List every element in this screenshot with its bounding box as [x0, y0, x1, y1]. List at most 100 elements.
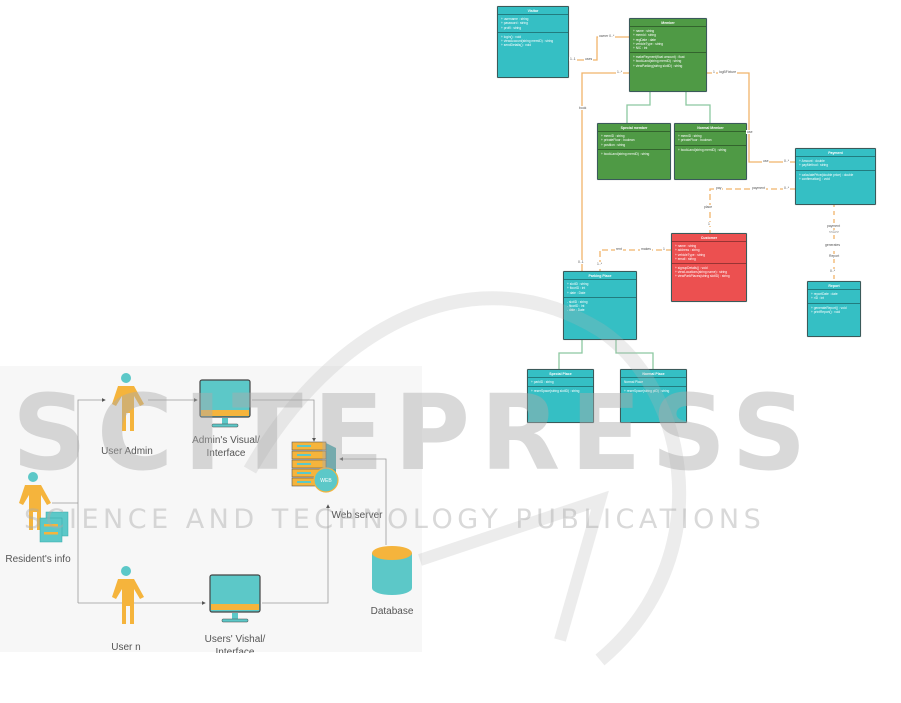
uml-method: + viewAccount(string memID) : string [501, 39, 554, 44]
uml-methods-section: + makePayment(float amount) : float+ boo… [630, 53, 706, 70]
uml-attribute: + payMethod : string [799, 163, 828, 168]
uml-class-title: Special Place [528, 370, 593, 379]
uml-attribute: + password : string [501, 21, 528, 26]
uml-class-title: Special member [598, 124, 670, 133]
uml-attrs-section: + reportDate : date+ rID : int [808, 290, 860, 304]
residents-info-label: Resident's info [5, 554, 71, 565]
uml-attribute: + vehicleType : string [633, 41, 664, 46]
uml-attrs-section: + slotID : string+ floorID : int+ date :… [564, 280, 636, 298]
uml-class-special-member: Special member+ memID : string+ privateF… [597, 123, 671, 180]
connector-label: 1 [707, 222, 711, 226]
uml-methods-section: + bookLand(string memID) : string [598, 150, 670, 158]
uml-method: + sendDetails() : void [501, 43, 532, 48]
uml-method: + bookLand(string memID) : string [678, 147, 727, 152]
uml-attribute: + date : Date [567, 290, 586, 295]
uml-method: + viewParkPlaces(string slotID) : string [675, 274, 730, 279]
uml-method: + reserSpace(string slotID) : string [531, 389, 580, 394]
uml-methods-section: + bookLand(string memID) : string [675, 146, 746, 154]
uml-method: + bookLand(string memID) : string [633, 59, 682, 64]
uml-attribute: + memId : string [633, 33, 656, 38]
uml-methods-section: + generateReport() : void+ printReport()… [808, 304, 860, 316]
uml-attribute: + email : string [675, 256, 696, 261]
user-n-icon [112, 566, 144, 624]
connector-label: use [762, 159, 770, 163]
connector-label: <<1>> [828, 230, 840, 234]
uml-class-title: Member [630, 19, 706, 28]
uml-attribute: + username : string [501, 17, 529, 22]
uml-method: + login() : void [501, 34, 522, 39]
uml-attrs-section: + username : string+ password : string+ … [498, 15, 568, 33]
connector-label: generates [824, 243, 842, 247]
uml-attribute: + memID : string [601, 134, 625, 139]
connector-label: use [746, 130, 754, 134]
uml-class-title: Parking Place [564, 272, 636, 281]
uml-attribute: Normal Place [624, 380, 644, 385]
uml-class-parking-place: Parking Place+ slotID : string+ floorID … [563, 271, 637, 340]
uml-method: + printReport() : void [811, 309, 841, 314]
admin-interface-label: Admin's Visual/ Interface [192, 435, 260, 459]
uml-class-visitor: Visitor+ username : string+ password : s… [497, 6, 569, 78]
uml-attribute: + name : string [633, 29, 655, 34]
web-server-label: Web server [331, 510, 383, 521]
uml-class-title: Customer [672, 234, 746, 243]
database-icon [372, 546, 412, 595]
connector-label: 0..1 [577, 260, 585, 264]
uml-class-title: Report [808, 282, 860, 291]
normal-place-inherit [615, 338, 654, 369]
connector-label: rent [615, 247, 623, 251]
uml-attrs-section: + memID : string+ privateFloor : boolean… [598, 132, 670, 150]
member-parking-link [581, 72, 629, 271]
user-admin-icon [112, 373, 144, 431]
uml-methods-section: + reserSpace(string pID) : string [621, 387, 686, 395]
uml-attribute: + privateFloor : boolean [678, 138, 712, 143]
uml-attrs-section: + Amount : double+ payMethod : string [796, 157, 875, 171]
uml-method: - slotID : string [567, 299, 588, 304]
special-place-inherit [558, 338, 583, 369]
connector-label: 1 [712, 70, 716, 74]
uml-attrs-section: + name : string+ memId : string+ regDate… [630, 27, 706, 54]
connector-label: payment [751, 186, 767, 190]
uml-method: + signupDetails() : void [675, 266, 708, 271]
uml-attribute: + regDate : date [633, 37, 656, 42]
connector-label: 1..* [596, 262, 604, 266]
uml-method: + generateReport() : void [811, 305, 847, 310]
user-n-label: User n [111, 642, 141, 653]
connector-label: logBFixture [718, 70, 738, 74]
uml-attribute: + Amount : double [799, 159, 825, 164]
uml-attrs-section: Normal Place [621, 378, 686, 388]
uml-attribute: + address : string [675, 248, 700, 253]
uml-methods-section: + calculatePrice(double price) : double+… [796, 171, 875, 183]
connector-label: makes [640, 247, 652, 251]
database-label: Database [370, 606, 414, 617]
uml-attribute: + parkID : string [531, 380, 554, 385]
uml-methods-section: + login() : void+ viewAccount(string mem… [498, 33, 568, 50]
web-badge: WEB [320, 478, 332, 484]
uml-attribute: + NIC : int [633, 46, 648, 51]
uml-class-customer: Customer+ name : string+ address : strin… [671, 233, 747, 302]
uml-methods-section: - slotID : string- floorID : int- date :… [564, 298, 636, 315]
connector-label: Report [828, 254, 841, 258]
uml-class-title: Normal Place [621, 370, 686, 379]
connector-label: owner 0..* [598, 34, 616, 38]
uml-attribute: + slotID : string [567, 282, 589, 287]
web-server-icon: WEB [291, 441, 339, 493]
uml-attribute: + vehicleType : string [675, 252, 706, 257]
uml-class-special-place: Special Place+ parkID : string + reserSpa… [527, 369, 594, 423]
uml-methods-section: + reserSpace(string slotID) : string [528, 387, 593, 395]
connector-label: 1..1 [569, 57, 577, 61]
resident-icon [19, 472, 69, 543]
connector-label: 1..* [616, 70, 624, 74]
uml-class-report: Report+ reportDate : date+ rID : int+ ge… [807, 281, 861, 337]
uml-attribute: + privateFloor : boolean [601, 138, 635, 143]
uml-method: + viewParking(string slotID) : string [633, 63, 683, 68]
uml-attrs-section: + name : string+ address : string+ vehic… [672, 242, 746, 265]
admin-monitor-icon [199, 379, 251, 428]
uml-method: - date : Date [567, 308, 585, 313]
user-admin-label: User Admin [101, 446, 153, 457]
uml-method: + viewLocations(string name) : string [675, 270, 727, 275]
uml-attribute: + floorID : int [567, 286, 586, 291]
connector-label: pay [715, 186, 723, 190]
uml-attribute: + reportDate : date [811, 292, 838, 297]
uml-method: + calculatePrice(double price) : double [799, 172, 854, 177]
